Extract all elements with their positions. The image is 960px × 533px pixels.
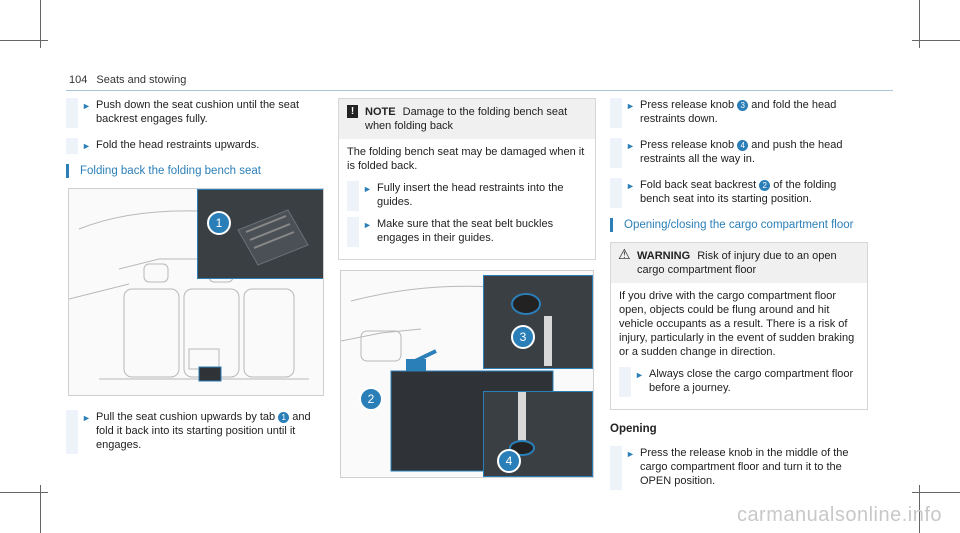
instruction-step: ► Make sure that the seat belt buckles e…: [347, 217, 587, 247]
arrow-icon: ►: [635, 370, 644, 380]
instruction-step: ► Push down the seat cushion until the s…: [66, 98, 324, 128]
warning-triangle-icon: ⚠: [618, 246, 631, 262]
section-title: Opening/closing the cargo compartment fl…: [610, 218, 868, 232]
callout-4: 4: [497, 449, 521, 473]
column-middle: ! NOTE Damage to the folding bench seat …: [338, 98, 596, 478]
arrow-icon: ►: [363, 184, 372, 194]
callout-badge: 4: [737, 139, 749, 151]
note-body: The folding bench seat may be damaged wh…: [347, 146, 585, 172]
arrow-icon: ►: [82, 101, 91, 111]
callout-1: 1: [207, 211, 231, 235]
section-title: Folding back the folding bench seat: [66, 164, 324, 178]
crop-mark: [40, 0, 41, 48]
page-header: 104 Seats and stowing: [69, 74, 186, 86]
instruction-step: ► Always close the cargo compartment flo…: [619, 367, 859, 397]
section-name: Seats and stowing: [96, 74, 187, 86]
instruction-step: ► Fold back seat backrest 2 of the foldi…: [610, 178, 868, 208]
release-knob-illustration: 2 3 4: [340, 270, 594, 478]
arrow-icon: ►: [82, 141, 91, 151]
callout-badge: 3: [737, 99, 749, 111]
seat-illustration: 1: [68, 188, 324, 396]
note-box: ! NOTE Damage to the folding bench seat …: [338, 98, 596, 260]
exclamation-icon: !: [347, 105, 358, 118]
warning-title: Risk of injury due to an open cargo comp…: [637, 250, 837, 276]
arrow-icon: ►: [626, 181, 635, 191]
arrow-icon: ►: [363, 220, 372, 230]
detail-inset-top: [483, 275, 593, 369]
crop-mark: [919, 485, 920, 533]
callout-badge: 2: [759, 179, 771, 191]
callout-2: 2: [359, 387, 383, 411]
instruction-step: ► Press the release knob in the middle o…: [610, 446, 868, 490]
warning-body: If you drive with the cargo compartment …: [619, 290, 855, 358]
arrow-icon: ►: [626, 449, 635, 459]
column-right: ► Press release knob 3 and fold the head…: [610, 98, 868, 500]
page-number: 104: [69, 74, 88, 86]
subheading: Opening: [610, 423, 657, 435]
warning-label: WARNING: [637, 250, 691, 262]
watermark: carmanualsonline.info: [736, 504, 942, 526]
crop-mark: [0, 492, 48, 493]
arrow-icon: ►: [82, 413, 91, 423]
column-left: ► Push down the seat cushion until the s…: [66, 98, 324, 464]
note-label: NOTE: [365, 106, 396, 118]
callout-badge: 1: [278, 411, 290, 423]
warning-box: ⚠ WARNING Risk of injury due to an open …: [610, 242, 868, 410]
instruction-step: ► Press release knob 3 and fold the head…: [610, 98, 868, 128]
arrow-icon: ►: [626, 141, 635, 151]
crop-mark: [40, 485, 41, 533]
crop-mark: [912, 492, 960, 493]
crop-mark: [919, 0, 920, 48]
instruction-step: ► Press release knob 4 and push the head…: [610, 138, 868, 168]
instruction-step: ► Pull the seat cushion upwards by tab 1…: [66, 410, 324, 454]
instruction-step: ► Fully insert the head restraints into …: [347, 181, 587, 211]
instruction-step: ► Fold the head restraints upwards.: [66, 138, 324, 154]
arrow-icon: ►: [626, 101, 635, 111]
note-title: Damage to the folding bench seat when fo…: [365, 106, 568, 132]
crop-mark: [912, 40, 960, 41]
callout-3: 3: [511, 325, 535, 349]
crop-mark: [0, 40, 48, 41]
header-divider: [66, 90, 893, 91]
